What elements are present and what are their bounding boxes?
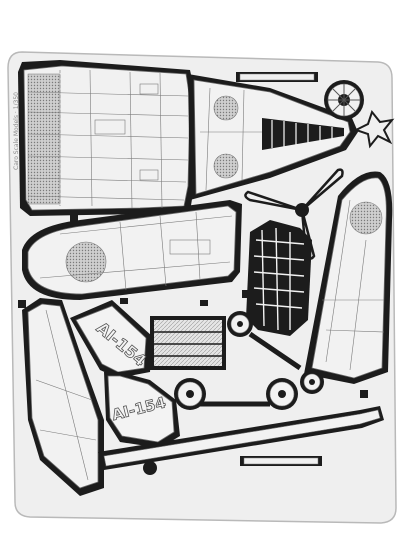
fuselage-halves: Caro Scale Models · 1/350: [13, 60, 196, 216]
bottom-strut: [98, 406, 384, 475]
small-top-parts: [236, 72, 395, 149]
engine-grille: [246, 220, 312, 336]
vertical-tail: AI-154 AI-154: [70, 300, 180, 448]
sprue-tabs: [18, 214, 368, 398]
left-wing: [22, 200, 242, 300]
svg-text:Caro Scale Models · 1/350: Caro Scale Models · 1/350: [13, 92, 20, 170]
right-wing: [304, 171, 393, 384]
center-fuselage: [188, 74, 358, 200]
landing-gear-wheels: [174, 311, 324, 410]
bomb-rack: [150, 316, 226, 370]
horizontal-stabilizer: [22, 298, 104, 496]
